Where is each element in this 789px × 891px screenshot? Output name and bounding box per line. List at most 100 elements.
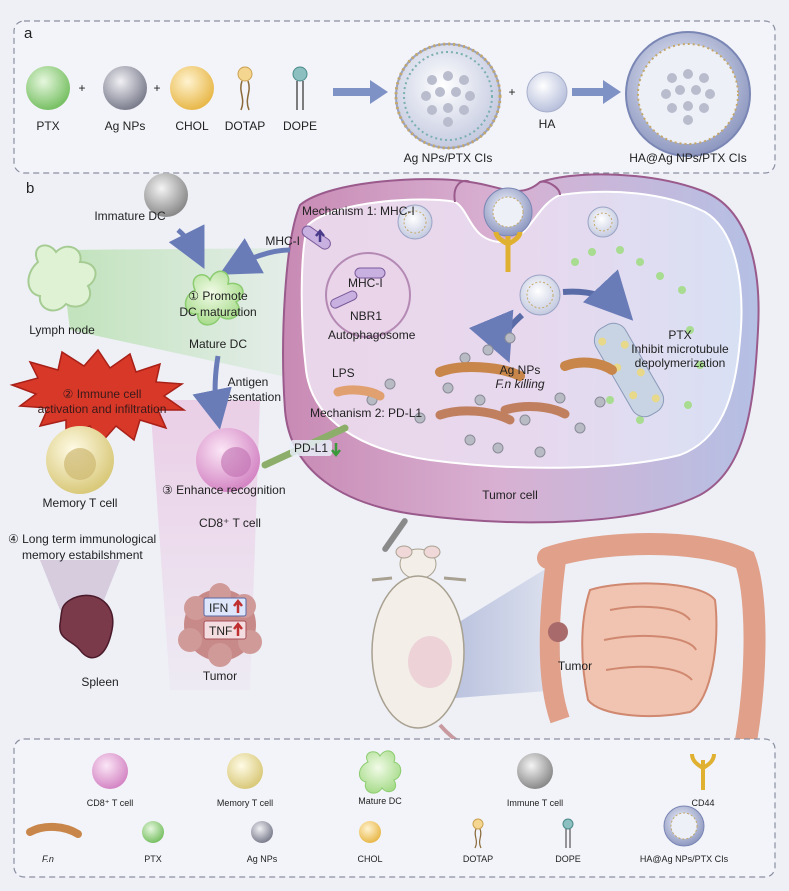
arrow-icon xyxy=(562,269,634,321)
legend-label: DOTAP xyxy=(463,854,493,864)
mature-dc-icon xyxy=(184,270,244,326)
plus-sign: + xyxy=(78,81,85,95)
step4-line2: memory estabilshment xyxy=(22,548,143,562)
dotap-lipid-icon xyxy=(237,66,253,111)
autophagosome-icon xyxy=(325,252,411,338)
immune-activation-burst xyxy=(9,348,187,446)
memory-t-cell-nucleus xyxy=(64,448,96,480)
legend-mature-dc-icon xyxy=(359,750,402,794)
nbr1-label: NBR1 xyxy=(350,309,382,323)
mhc1-surface-label: MHC-I xyxy=(265,234,300,248)
legend-label: HA@Ag NPs/PTX CIs xyxy=(640,854,729,864)
green-beam xyxy=(60,248,300,380)
pdl1-label: PD-L1 xyxy=(294,441,328,455)
microtubule-icon xyxy=(593,322,665,418)
spleen-label: Spleen xyxy=(81,675,118,689)
legend-ha-liposome-icon xyxy=(663,805,705,847)
arrow-icon xyxy=(469,309,524,364)
dotap-label: DOTAP xyxy=(225,119,265,133)
ptx-sphere xyxy=(26,66,70,110)
ifn-label: IFN xyxy=(209,601,228,615)
agnps-killing-line1: Ag NPs xyxy=(500,363,541,377)
antigen-line2: presentation xyxy=(215,390,281,404)
lymph-node-label: Lymph node xyxy=(29,323,95,337)
chol-label: CHOL xyxy=(175,119,209,133)
tumor-cell-label: Tumor cell xyxy=(482,488,538,502)
ha-coated-liposome-icon xyxy=(625,31,751,157)
ha-sphere xyxy=(526,71,568,113)
legend-label: Memory T cell xyxy=(217,798,273,808)
legend-dope-icon xyxy=(562,818,574,848)
panel-a-letter: a xyxy=(24,25,33,42)
up-arrow-icon xyxy=(233,598,243,613)
plus-sign: + xyxy=(153,81,160,95)
up-arrow-icon xyxy=(315,228,325,242)
cd44-receptor-icon xyxy=(493,231,523,272)
step1-line2: DC maturation xyxy=(179,305,256,319)
legend-label: DOPE xyxy=(555,854,581,864)
lps-label: LPS xyxy=(332,366,355,380)
legend-cd44-icon xyxy=(690,753,716,790)
ptx-label: PTX xyxy=(36,119,59,133)
dope-label: DOPE xyxy=(283,119,317,133)
legend-label: F.n xyxy=(42,854,54,864)
liposome-icon xyxy=(394,42,502,150)
endocytic-pocket xyxy=(453,180,561,203)
autophagosome-label: Autophagosome xyxy=(328,328,416,342)
ha-liposome-label: HA@Ag NPs/PTX CIs xyxy=(629,151,747,165)
legend-ptx-icon xyxy=(142,821,164,843)
mechanism1-label: Mechanism 1: MHC-I xyxy=(302,204,415,218)
legend-dotap-icon xyxy=(472,818,484,849)
arrow-icon xyxy=(192,355,232,430)
tumor-label: Tumor xyxy=(203,669,237,683)
legend-fn-icon xyxy=(26,823,82,838)
legend-label: Mature DC xyxy=(358,796,402,806)
memory-t-label: Memory T cell xyxy=(43,496,118,510)
legend-frame xyxy=(13,738,776,878)
legend-label: CD8⁺ T cell xyxy=(87,798,133,808)
cd8-t-cell-nucleus xyxy=(221,447,251,477)
down-arrow-icon xyxy=(331,443,341,458)
dope-lipid-icon xyxy=(292,66,308,110)
arrow-right-icon xyxy=(603,80,621,104)
ha-label: HA xyxy=(539,117,556,131)
legend-cd8-icon xyxy=(92,753,128,789)
antigen-line1: Antigen xyxy=(228,375,269,389)
agnps-killing-line2: F.n killing xyxy=(495,377,544,391)
lymph-node-icon xyxy=(27,244,97,312)
legend-memory-icon xyxy=(227,753,263,789)
mature-dc-label: Mature DC xyxy=(189,337,247,351)
legend-immune-t-icon xyxy=(517,753,553,789)
purple-beam xyxy=(40,560,120,610)
immature-dc-icon xyxy=(144,173,188,217)
gut-tumor-label: Tumor xyxy=(558,659,592,673)
ptx-effect-line1: PTX xyxy=(668,328,691,342)
arrow-right-icon xyxy=(370,80,388,104)
liposome-icon xyxy=(587,206,619,238)
cd8-label: CD8⁺ T cell xyxy=(199,516,261,530)
panel-a-frame xyxy=(13,20,776,174)
legend-label: CHOL xyxy=(357,854,382,864)
agnps-sphere xyxy=(103,66,147,110)
arrow-icon xyxy=(219,238,291,275)
step1-line1: ① Promote xyxy=(188,289,248,303)
pdl1-badge xyxy=(290,440,332,456)
tnf-label: TNF xyxy=(209,624,232,638)
legend-label: CD44 xyxy=(691,798,714,808)
plus-sign: + xyxy=(508,85,515,99)
legend-agnps-icon xyxy=(251,821,273,843)
legend-label: PTX xyxy=(144,854,162,864)
legend-label: Ag NPs xyxy=(247,854,278,864)
ptx-effect-line3: depolymerization xyxy=(635,356,726,370)
fn-bacteria xyxy=(333,357,617,425)
arrow-icon xyxy=(168,224,205,269)
mhc1-inner-label: MHC-I xyxy=(348,276,383,290)
mechanism2-label: Mechanism 2: PD-L1 xyxy=(310,406,422,420)
step2-line2: activation and infiltration xyxy=(38,402,167,416)
ha-liposome-binding-icon xyxy=(483,187,533,237)
legend-chol-icon xyxy=(359,821,381,843)
ptx-effect-line2: Inhibit microtubule xyxy=(631,342,729,356)
liposome-icon xyxy=(519,274,561,316)
liposome-label: Ag NPs/PTX CIs xyxy=(404,151,493,165)
